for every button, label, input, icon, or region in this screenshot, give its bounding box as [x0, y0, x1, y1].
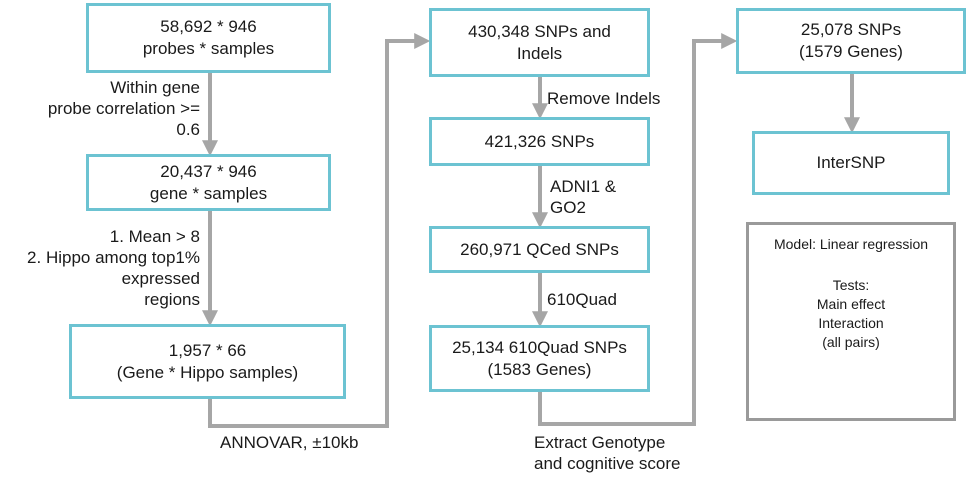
arrow-quad-to-25078 [538, 33, 738, 426]
label-extract: Extract Genotype and cognitive score [534, 432, 680, 474]
label-filter-line1: 1. Mean > 8 [109, 227, 200, 246]
box-probes-samples: 58,692 * 946 probes * samples [86, 3, 331, 73]
box-hippo-samples: 1,957 * 66 (Gene * Hippo samples) [69, 324, 346, 399]
box-gene-line1: 20,437 * 946 [160, 161, 257, 181]
label-extract-line2: and cognitive score [534, 454, 681, 473]
label-remove-indels-text: Remove Indels [547, 89, 661, 108]
tests-title: Tests: [832, 277, 870, 293]
box-hippo-line1: 1,957 * 66 [168, 340, 247, 360]
box-qced-line1: 260,971 QCed SNPs [460, 239, 619, 259]
box-snps-25078-line1: 25,078 SNPs [800, 20, 902, 39]
label-filter: 1. Mean > 8 2. Hippo among top1% express… [27, 226, 200, 310]
box-snps-421326: 421,326 SNPs [429, 117, 650, 166]
box-snps-indels-line1: 430,348 SNPs and [468, 21, 611, 41]
box-quad-line2: (1583 Genes) [487, 359, 592, 379]
box-snps-indels: 430,348 SNPs and Indels [429, 8, 650, 77]
label-annovar-text: ANNOVAR, ±10kb [220, 433, 359, 452]
label-remove-indels: Remove Indels [547, 88, 660, 109]
test-interaction: Interaction [818, 315, 884, 331]
box-intersnp-label: InterSNP [816, 153, 886, 172]
label-filter-line3: expressed [121, 269, 200, 288]
label-extract-line1: Extract Genotype [534, 433, 666, 452]
box-intersnp: InterSNP [752, 131, 950, 195]
box-gene-line2: gene * samples [149, 183, 268, 203]
label-filter-line2: 2. Hippo among top1% [27, 248, 200, 267]
label-annovar: ANNOVAR, ±10kb [220, 432, 358, 453]
box-quad-line1: 25,134 610Quad SNPs [452, 337, 627, 357]
label-filter-line4: regions [144, 290, 200, 309]
box-610quad-snps: 25,134 610Quad SNPs (1583 Genes) [429, 325, 650, 392]
box-snps-25078-line2: (1579 Genes) [799, 42, 903, 61]
box-qced-snps: 260,971 QCed SNPs [429, 226, 650, 273]
box-snps-25078: 25,078 SNPs (1579 Genes) [736, 8, 966, 74]
box-gene-samples: 20,437 * 946 gene * samples [86, 154, 331, 211]
label-adni-line1: ADNI1 & [550, 177, 617, 196]
box-probes-line1: 58,692 * 946 [160, 17, 257, 36]
test-main-effect: Main effect [816, 296, 886, 312]
model-description: Model: Linear regression [773, 236, 929, 252]
label-adni-line2: GO2 [550, 198, 586, 217]
label-correlation-line3: 0.6 [176, 120, 200, 139]
label-610quad-text: 610Quad [547, 290, 617, 309]
label-correlation-line1: Within gene [110, 78, 200, 97]
box-probes-line2: probes * samples [142, 39, 275, 58]
box-hippo-line2: (Gene * Hippo samples) [116, 362, 299, 382]
label-adni: ADNI1 & GO2 [550, 176, 616, 218]
box-snps-421326-line1: 421,326 SNPs [484, 131, 595, 151]
label-610quad: 610Quad [547, 289, 617, 310]
label-correlation-line2: probe correlation >= [47, 99, 200, 118]
box-snps-indels-line2: Indels [516, 43, 563, 63]
label-correlation: Within gene probe correlation >= 0.6 [48, 77, 200, 140]
test-all-pairs: (all pairs) [822, 334, 880, 350]
arrow-hippo-to-snps [208, 33, 431, 428]
model-panel: Model: Linear regression Tests: Main eff… [746, 222, 956, 421]
